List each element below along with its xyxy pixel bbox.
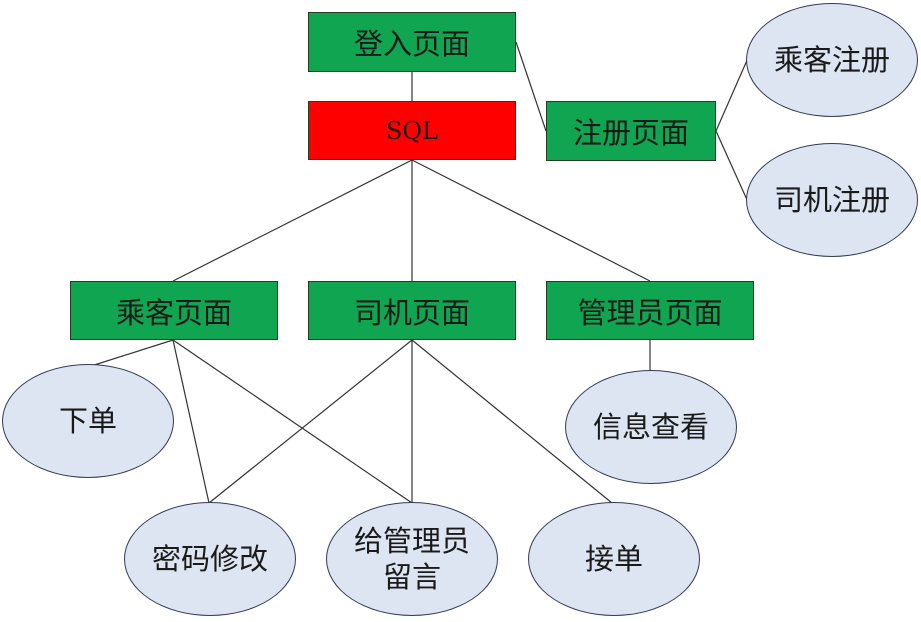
edge-driver-accept <box>411 339 613 504</box>
message-admin-node: 给管理员 留言 <box>326 502 498 616</box>
edge-sql-passenger <box>172 159 413 282</box>
driver-page-node: 司机页面 <box>308 281 516 340</box>
driver-register-node: 司机注册 <box>746 143 918 257</box>
edge-passenger-password <box>172 339 210 504</box>
message-admin-line2: 留言 <box>382 560 441 594</box>
register-page-node: 注册页面 <box>546 101 716 161</box>
edge-register-driver-register <box>715 130 749 203</box>
passenger-page-node: 乘客页面 <box>70 281 278 340</box>
admin-page-node: 管理员页面 <box>546 281 754 340</box>
edge-login-register <box>515 41 547 132</box>
message-admin-line1: 给管理员 <box>353 523 470 558</box>
login-page-node: 登入页面 <box>308 12 516 72</box>
sql-node: SQL <box>308 101 516 160</box>
place-order-node: 下单 <box>2 364 174 478</box>
edge-sql-admin <box>411 159 651 282</box>
accept-order-node: 接单 <box>528 502 700 616</box>
edge-passenger-message <box>172 339 413 504</box>
passenger-register-node: 乘客注册 <box>746 3 918 117</box>
password-change-node: 密码修改 <box>124 502 296 616</box>
edge-register-passenger-register <box>715 57 749 132</box>
edge-passenger-order <box>87 339 174 368</box>
info-view-node: 信息查看 <box>565 370 737 484</box>
edge-driver-password <box>208 339 413 504</box>
